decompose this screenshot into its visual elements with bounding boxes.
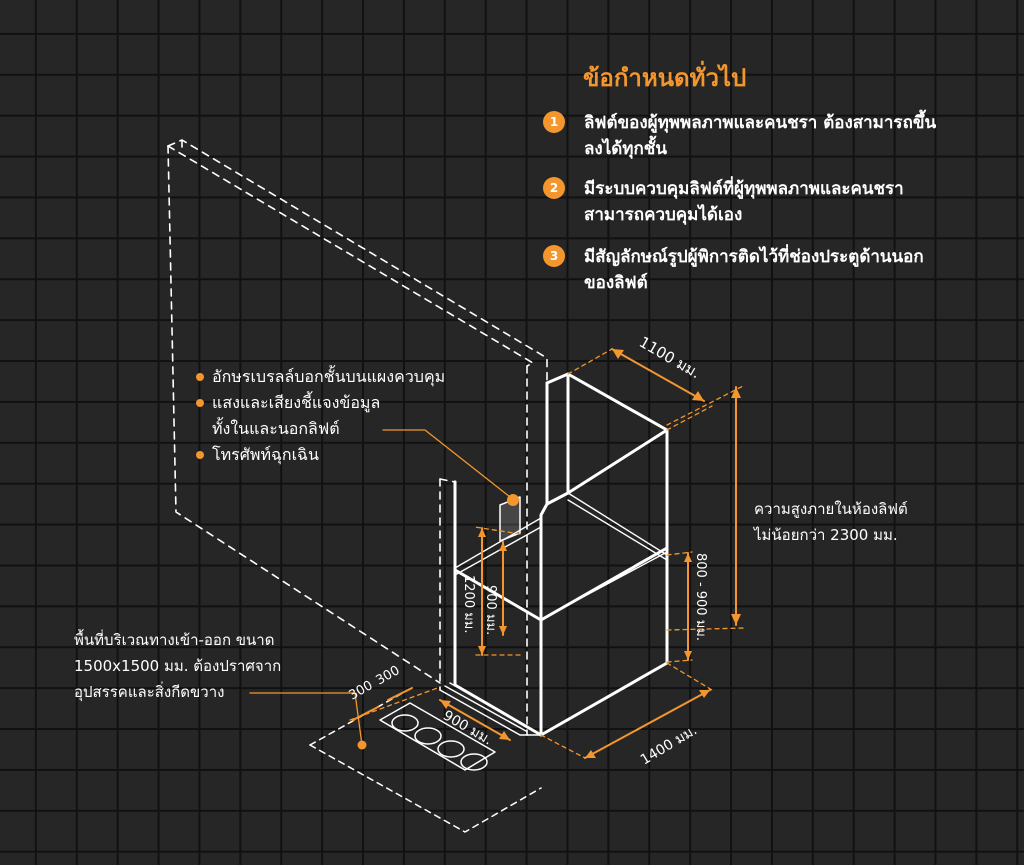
feature-text-continued: ทั้งในและนอกลิฟต์ — [212, 419, 340, 438]
depth-label: 1400 มม. — [638, 722, 700, 768]
floor-note-line: 1500x1500 มม. ต้องปราศจาก — [74, 657, 282, 675]
floor-buttons — [379, 702, 496, 771]
requirement-number-badge: 3 — [543, 245, 565, 267]
bullet-icon — [196, 451, 204, 459]
clearance-b-label: 300 — [374, 663, 403, 688]
bullet-icon — [196, 399, 204, 407]
floor-note-line: อุปสรรคและสิ่งกีดขวาง — [74, 683, 225, 701]
handrail-label: 800 - 900 มม. — [693, 553, 708, 641]
feature-item-emergency-phone: โทรศัพท์ฉุกเฉิน — [196, 442, 516, 468]
height-note-line: ความสูงภายในห้องลิฟต์ — [754, 500, 908, 518]
dimension-lines — [352, 348, 737, 759]
leader-lines — [249, 429, 511, 746]
door-label: 900 มม. — [440, 708, 495, 749]
requirement-text: ลิฟต์ของผู้ทุพพลภาพและคนชรา ต้องสามารถขึ… — [584, 113, 937, 159]
door-threshold — [439, 682, 542, 736]
bullet-icon — [196, 373, 204, 381]
feature-item-braille: อักษรเบรลล์บอกชั้นบนแผงควบคุม — [196, 364, 516, 390]
floor-note-line: พื้นที่บริเวณทางเข้า-ออก ขนาด — [74, 631, 275, 649]
requirement-number-badge: 2 — [543, 177, 565, 199]
requirement-2: 2 มีระบบควบคุมลิฟต์ที่ผู้ทุพพลภาพและคนชร… — [543, 176, 963, 228]
clearance-a-label: 300 — [347, 678, 376, 703]
requirement-number-badge: 1 — [543, 111, 565, 133]
requirement-text: มีระบบควบคุมลิฟต์ที่ผู้ทุพพลภาพและคนชรา … — [584, 179, 904, 225]
requirement-3: 3 มีสัญลักษณ์รูปผู้พิการติดไว้ที่ช่องประ… — [543, 244, 963, 296]
width-top-label: 1100 มม. — [636, 333, 703, 382]
height-note-line: ไม่น้อยกว่า 2300 มม. — [754, 526, 898, 544]
section-title: ข้อกำหนดทั่วไป — [583, 64, 747, 92]
dimension-arrowheads — [440, 349, 741, 758]
cabin-interior-lines — [454, 492, 668, 621]
feature-item-light-sound: แสงและเสียงชี้แจงข้อมูล — [196, 390, 516, 416]
button-height-label: 900 มม. — [483, 585, 498, 635]
panel-height-label: 1200 มม. — [461, 575, 476, 634]
feature-text: โทรศัพท์ฉุกเฉิน — [212, 445, 319, 464]
feature-list: อักษรเบรลล์บอกชั้นบนแผงควบคุม แสงและเสีย… — [196, 364, 516, 468]
feature-text: แสงและเสียงชี้แจงข้อมูล — [212, 393, 381, 412]
feature-text: อักษรเบรลล์บอกชั้นบนแผงควบคุม — [212, 367, 446, 386]
height-note: ความสูงภายในห้องลิฟต์ ไม่น้อยกว่า 2300 ม… — [754, 496, 908, 548]
requirement-text: มีสัญลักษณ์รูปผู้พิการติดไว้ที่ช่องประตู… — [584, 247, 924, 293]
floor-note: พื้นที่บริเวณทางเข้า-ออก ขนาด 1500x1500 … — [74, 627, 281, 705]
requirement-1: 1 ลิฟต์ของผู้ทุพพลภาพและคนชรา ต้องสามารถ… — [543, 110, 963, 162]
dimension-extensions — [349, 348, 746, 759]
floor-marker — [357, 740, 367, 750]
elevator-shaft-outline — [167, 139, 548, 736]
